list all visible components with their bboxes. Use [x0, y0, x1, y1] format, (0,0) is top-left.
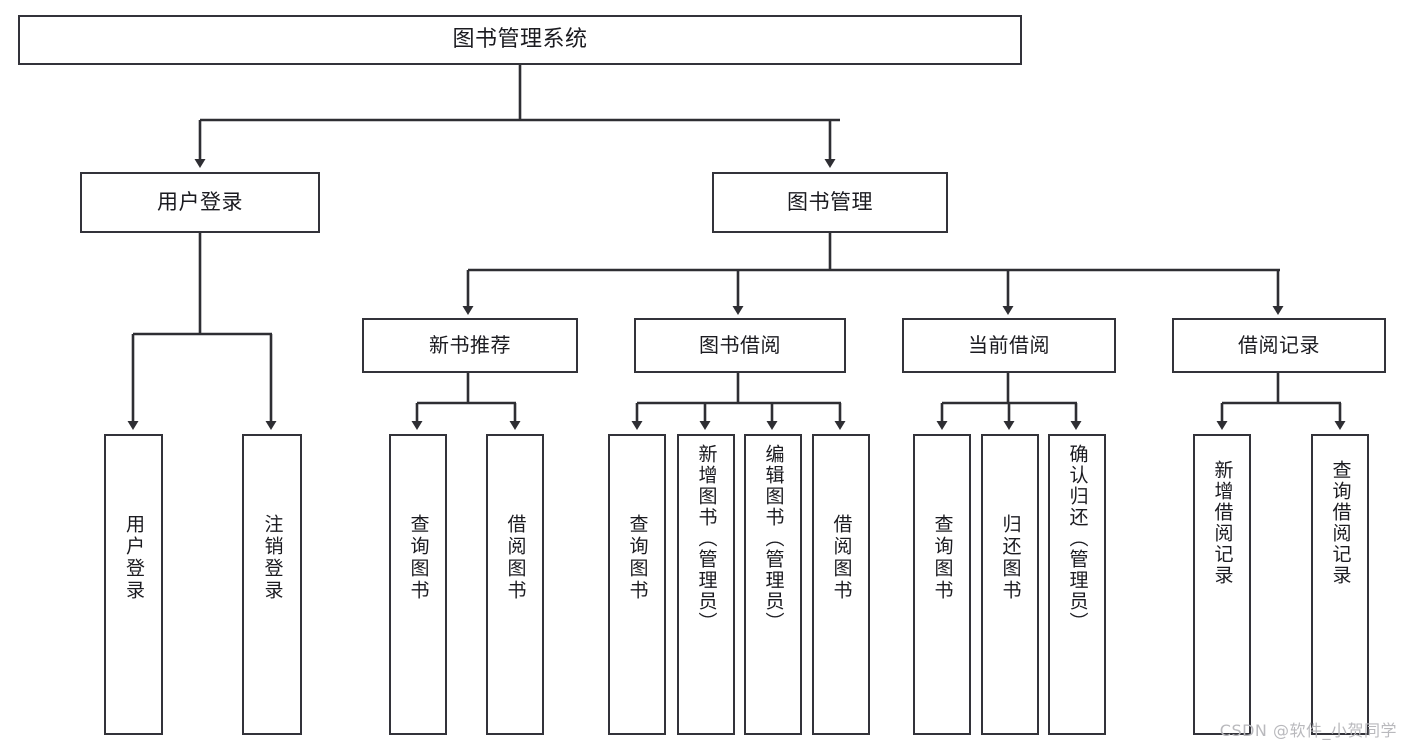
leaf-user-login-login[interactable]: 用户登录	[104, 434, 163, 735]
node-label: 用户登录	[123, 514, 145, 602]
node-label: 新书推荐	[429, 332, 511, 357]
node-label: 注销登录	[261, 514, 284, 602]
node-label: 查询图书	[931, 514, 954, 602]
node-label: 编辑图书（管理员）	[762, 444, 785, 633]
node-label: 新增图书（管理员）	[695, 444, 718, 633]
csdn-watermark: CSDN @软件_小贺同学	[1219, 721, 1397, 740]
leaf-borrow-borrow-books[interactable]: 借阅图书	[812, 434, 870, 735]
node-label: 借阅记录	[1238, 332, 1320, 357]
node-borrowing-record[interactable]: 借阅记录	[1172, 318, 1386, 373]
leaf-new-book-borrow-books[interactable]: 借阅图书	[486, 434, 544, 735]
leaf-new-book-query-books[interactable]: 查询图书	[389, 434, 447, 735]
node-label: 当前借阅	[968, 332, 1050, 357]
node-label: 借阅图书	[830, 514, 853, 602]
node-label: 查询借阅记录	[1329, 460, 1352, 586]
node-root-book-management-system[interactable]: 图书管理系统	[18, 15, 1022, 65]
leaf-user-login-logout[interactable]: 注销登录	[242, 434, 302, 735]
leaf-borrow-query-books[interactable]: 查询图书	[608, 434, 666, 735]
leaf-current-return-books[interactable]: 归还图书	[981, 434, 1039, 735]
node-book-borrowing[interactable]: 图书借阅	[634, 318, 846, 373]
node-current-borrowing[interactable]: 当前借阅	[902, 318, 1116, 373]
node-label: 确认归还（管理员）	[1066, 444, 1089, 633]
node-new-book-recommendation[interactable]: 新书推荐	[362, 318, 578, 373]
leaf-current-confirm-return-admin[interactable]: 确认归还（管理员）	[1048, 434, 1106, 735]
node-label: 图书借阅	[699, 332, 781, 357]
node-user-login[interactable]: 用户登录	[80, 172, 320, 233]
node-label: 借阅图书	[504, 514, 527, 602]
leaf-borrow-add-book-admin[interactable]: 新增图书（管理员）	[677, 434, 735, 735]
node-book-management[interactable]: 图书管理	[712, 172, 948, 233]
leaf-borrow-edit-book-admin[interactable]: 编辑图书（管理员）	[744, 434, 802, 735]
node-label: 图书管理	[787, 190, 873, 215]
node-label: 查询图书	[626, 514, 649, 602]
leaf-record-add-borrow-record[interactable]: 新增借阅记录	[1193, 434, 1251, 735]
node-label: 图书管理系统	[452, 27, 588, 53]
leaf-record-query-borrow-record[interactable]: 查询借阅记录	[1311, 434, 1369, 735]
node-label: 查询图书	[407, 514, 430, 602]
leaf-current-query-books[interactable]: 查询图书	[913, 434, 971, 735]
node-label: 用户登录	[157, 190, 243, 215]
node-label: 新增借阅记录	[1211, 460, 1234, 586]
node-label: 归还图书	[999, 514, 1022, 602]
